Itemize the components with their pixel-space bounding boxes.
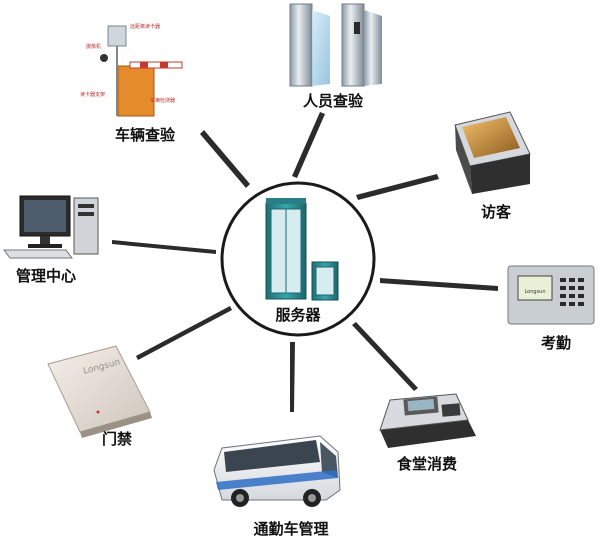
personnel-label: 人员查验	[303, 92, 364, 110]
turnstile-icon	[289, 3, 382, 87]
annot-reader-bracket: 读卡器支架	[80, 91, 105, 98]
spoke-visitor	[356, 174, 439, 200]
attendance-terminal-icon: Longsun	[507, 265, 595, 325]
spoke-control	[112, 240, 216, 254]
visitor-kiosk-icon	[454, 111, 531, 194]
computer-icon	[3, 195, 99, 259]
annot-camera: 摄像机	[86, 43, 101, 50]
vehicle-barrier-icon	[100, 25, 183, 117]
spoke-bus	[290, 342, 295, 412]
vehicle-label: 车辆查验	[115, 126, 176, 144]
spoke-access	[136, 306, 232, 360]
commuter-bus-icon	[213, 435, 341, 507]
spoke-attendance	[380, 278, 498, 291]
attendance-label: 考勤	[541, 334, 571, 352]
canteen-label: 食堂消费	[397, 455, 457, 473]
access-reader-icon: Longsun	[47, 345, 152, 438]
control-label: 管理中心	[16, 267, 76, 285]
canteen-pos-icon	[379, 393, 476, 448]
attendance-brand: Longsun	[524, 289, 545, 295]
annot-detector: 车辆检测器	[150, 97, 175, 104]
bus-label: 通勤车管理	[253, 520, 328, 537]
spoke-personnel	[292, 112, 325, 178]
visitor-label: 访客	[481, 203, 512, 221]
spoke-vehicle	[200, 130, 250, 188]
annot-reader-long: 远距离读卡器	[130, 23, 160, 30]
access-label: 门禁	[102, 430, 132, 448]
spoke-canteen	[352, 322, 418, 391]
center-label: 服务器	[275, 306, 321, 324]
server-cabinet-icon	[265, 198, 339, 301]
spokes	[112, 112, 498, 412]
